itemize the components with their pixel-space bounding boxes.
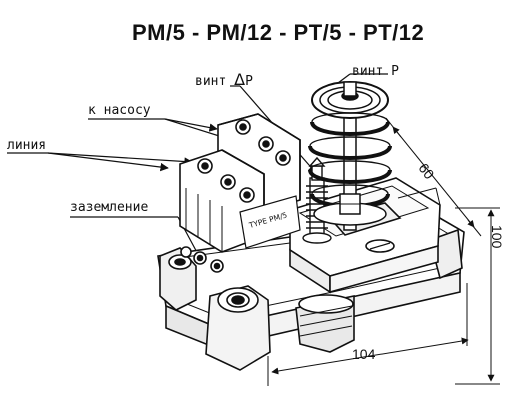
terminal-block (179, 113, 301, 273)
label-screw-delta-p-word: винт (195, 74, 227, 89)
label-ground: заземление (70, 200, 149, 215)
delta-p-letter: P (245, 74, 253, 89)
dimension-lines (267, 117, 500, 386)
main-spring-assembly (308, 81, 392, 231)
label-to-pump: к насосу (88, 103, 151, 118)
diagram-title: PM/5 - PM/12 - PT/5 - PT/12 (132, 20, 425, 45)
label-screw-p: винт P (352, 64, 399, 79)
delta-symbol: Δ (234, 70, 246, 89)
label-screw-delta-p: винт ΔP (195, 70, 253, 89)
label-line: линия (7, 138, 47, 153)
